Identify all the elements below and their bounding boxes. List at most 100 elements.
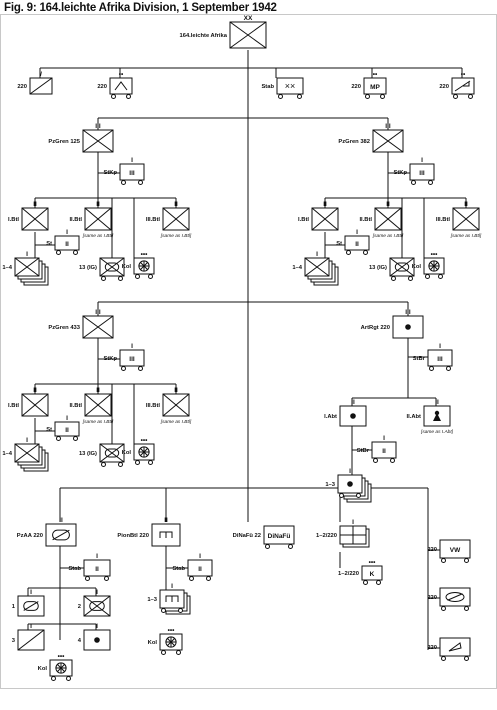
unit-label: II.Abt <box>407 414 422 420</box>
mechinf-mark <box>389 257 415 277</box>
echelon-mark: I <box>316 251 318 258</box>
unit-inner-label: III <box>129 170 135 177</box>
unit-note: [same as I.Btl] <box>160 419 192 425</box>
unit-label: StKp <box>393 170 407 176</box>
wheel-mark <box>135 274 140 279</box>
wheel-mark <box>441 606 446 611</box>
echelon-mark: I <box>111 437 113 444</box>
wheel-mark <box>167 638 175 646</box>
wheel-mark <box>346 250 351 255</box>
unit-note: [same as I.Btl] <box>372 233 404 239</box>
unit-r220b: 220 <box>427 587 471 611</box>
echelon-mark: ••• <box>58 653 66 660</box>
wheel-mark <box>429 366 434 371</box>
echelon-mark: III <box>95 123 101 130</box>
wheel-mark <box>101 462 106 467</box>
wheel-mark <box>66 676 71 681</box>
infantry-mark <box>82 315 114 339</box>
unit-label: Kol <box>412 264 422 270</box>
unit-mp: MP••220 <box>351 71 387 99</box>
unit-label: I.Btl <box>8 217 19 223</box>
wheel-mark <box>189 576 194 581</box>
unit-frame <box>371 441 397 459</box>
unit-pzg125_kol: •••Kol <box>122 251 155 279</box>
wheel-mark <box>464 558 469 563</box>
unit-label: St <box>336 241 342 247</box>
unit-label: ArtRgt 220 <box>361 325 390 331</box>
unit-label: Stab <box>261 84 274 90</box>
unit-inner-label: DiNaFü <box>268 533 291 540</box>
unit-frame <box>363 77 387 95</box>
unit-pzg125_13: I13 (IG) <box>79 251 125 281</box>
mechinf-mark <box>99 443 125 463</box>
infantry-mark <box>304 257 330 277</box>
wheel-mark <box>408 276 413 281</box>
unit-pzaa_4: I4 <box>78 623 111 651</box>
unit-label: 13 (IG) <box>79 265 97 271</box>
mechinf-mark <box>89 601 105 611</box>
unit-label: 1–4 <box>2 451 12 457</box>
wheel-mark <box>441 558 446 563</box>
wheel-mark <box>363 250 368 255</box>
unit-label: II.Btl <box>359 217 372 223</box>
unit-label: StBr <box>357 448 370 454</box>
wheel-mark <box>118 276 123 281</box>
unit-sig: I1–2/220 <box>316 519 370 548</box>
wheel-mark <box>468 94 473 99</box>
wheel-mark <box>464 656 469 661</box>
unit-pzg382_13: I13 (IG) <box>369 251 415 281</box>
unit-label: 1–3 <box>147 597 157 603</box>
unit-artrgt: III ArtRgt 220 <box>361 309 424 339</box>
unit-inner-label: II <box>382 448 386 455</box>
unit-pzg125_14: I1–4 <box>2 251 49 286</box>
recon-mark <box>29 77 53 95</box>
engineer-mark <box>159 531 173 538</box>
echelon-mark: I <box>383 435 385 442</box>
artillery-dot <box>405 324 411 330</box>
armoredcar-mark <box>23 601 39 611</box>
echelon-mark: I <box>66 415 68 422</box>
unit-top_220e: ••220 <box>439 71 475 99</box>
echelon-mark: I <box>30 589 32 596</box>
unit-inner-label: MP <box>370 84 380 91</box>
wheel-mark <box>176 650 181 655</box>
unit-label: PionBtl 220 <box>117 533 149 539</box>
unit-pzg433_13: I13 (IG) <box>79 437 125 467</box>
echelon-mark: I <box>131 343 133 350</box>
echelon-mark: II <box>386 201 390 208</box>
infantry-mark <box>372 129 404 153</box>
echelon-mark: II <box>174 387 178 394</box>
unit-stab: ××Stab <box>261 77 304 99</box>
wheel-mark <box>411 180 416 185</box>
unit-pion_kol: •••Kol <box>148 627 183 655</box>
recon-mark <box>17 629 45 651</box>
unit-frame <box>119 349 145 367</box>
unit-label: 2 <box>78 604 81 610</box>
echelon-mark: II <box>33 201 37 208</box>
echelon-mark: I <box>349 468 351 475</box>
echelon-mark: I <box>96 589 98 596</box>
echelon-mark: I <box>96 623 98 630</box>
wheel-mark <box>148 274 153 279</box>
unit-inner-label: II <box>65 241 69 248</box>
echelon-mark: III <box>405 309 411 316</box>
unit-frame <box>439 539 471 559</box>
unit-label: St <box>46 427 52 433</box>
artillery-dot <box>347 481 353 487</box>
echelon-mark: ••• <box>369 559 377 566</box>
unit-label: St <box>46 241 52 247</box>
echelon-mark: II <box>323 201 327 208</box>
infantry-mark <box>162 207 190 231</box>
wheel-mark <box>85 576 90 581</box>
echelon-mark: I <box>199 553 201 560</box>
echelon-mark: III <box>385 123 391 130</box>
infantry-mark <box>452 207 480 231</box>
wheel-mark <box>140 262 148 270</box>
unit-label: 1–2/220 <box>338 571 359 577</box>
